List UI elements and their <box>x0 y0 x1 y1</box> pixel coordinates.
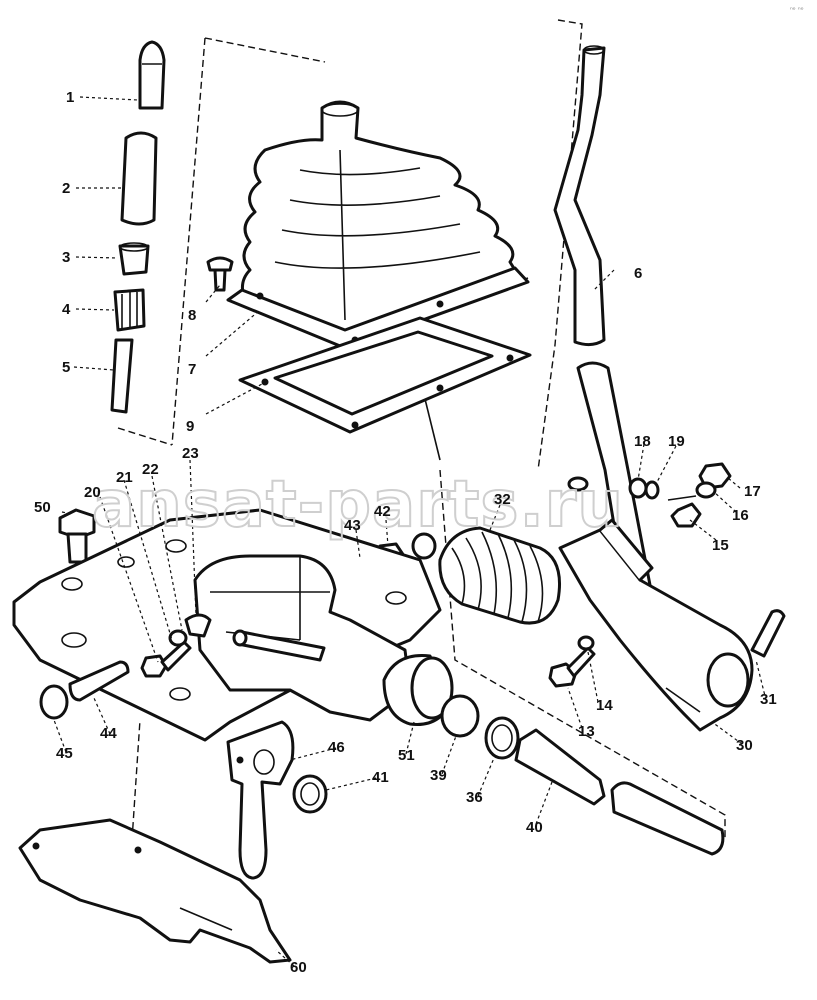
screw-part-8 <box>206 256 234 292</box>
shift-fork-part-46 <box>226 720 295 880</box>
pin-part-31 <box>750 609 786 658</box>
handle-grip-part-2 <box>120 131 158 226</box>
callout-36: 36 <box>466 789 483 806</box>
washer-part-14 <box>577 635 595 651</box>
ring-part-39 <box>440 694 480 738</box>
callout-4: 4 <box>62 301 71 318</box>
callout-8: 8 <box>188 307 196 324</box>
callout-42: 42 <box>374 503 391 520</box>
callout-20: 20 <box>84 484 101 501</box>
callout-43: 43 <box>344 517 361 534</box>
callout-51: 51 <box>398 747 415 764</box>
shaft-part-40 <box>514 728 725 856</box>
bushing-part-3 <box>118 242 150 276</box>
spring-part-32 <box>438 526 561 625</box>
callout-1: 1 <box>66 89 74 106</box>
callout-23: 23 <box>182 445 199 462</box>
callout-30: 30 <box>736 737 753 754</box>
washer-near-spring <box>411 532 437 560</box>
rod-part-5 <box>110 338 134 414</box>
callout-leader-lines <box>53 96 767 967</box>
gasket-part-9 <box>238 316 532 434</box>
knob-cap-part-1 <box>138 40 166 110</box>
callout-6: 6 <box>634 265 642 282</box>
small-hardware-parts-15-19 <box>567 462 732 528</box>
callout-5: 5 <box>62 359 70 376</box>
watermark-text: ansat-parts.ru <box>92 468 624 542</box>
collar-part-51 <box>382 654 454 726</box>
callout-40: 40 <box>526 819 543 836</box>
callout-3: 3 <box>62 249 70 266</box>
callout-45: 45 <box>56 745 73 762</box>
callout-labels: 1 2 3 4 5 6 7 8 9 13 14 15 16 17 18 19 2… <box>34 89 777 976</box>
callout-2: 2 <box>62 180 70 197</box>
callout-32: 32 <box>494 491 511 508</box>
callout-39: 39 <box>430 767 447 784</box>
upper-lever-part-6 <box>553 45 606 347</box>
callout-7: 7 <box>188 361 196 378</box>
callout-17: 17 <box>744 483 761 500</box>
lower-lever-part-30 <box>558 361 754 732</box>
callout-46: 46 <box>328 739 345 756</box>
callout-41: 41 <box>372 769 389 786</box>
callout-15: 15 <box>712 537 729 554</box>
fasteners-parts-20-23 <box>140 613 212 678</box>
callout-18: 18 <box>634 433 651 450</box>
callout-22: 22 <box>142 461 159 478</box>
pin-part-44 <box>68 660 130 702</box>
housing-pin <box>232 629 326 662</box>
callout-21: 21 <box>116 469 133 486</box>
callout-16: 16 <box>732 507 749 524</box>
ring-part-45 <box>39 684 69 720</box>
callout-31: 31 <box>760 691 777 708</box>
callout-14: 14 <box>596 697 613 714</box>
callout-60: 60 <box>290 959 307 976</box>
ring-part-36 <box>484 716 520 760</box>
floor-plate-part-60 <box>18 818 292 964</box>
callout-44: 44 <box>100 725 117 742</box>
bolt-part-13 <box>548 646 596 688</box>
bolt-part-50 <box>58 508 96 564</box>
ring-part-41 <box>292 774 328 814</box>
corner-mark: ⁿᵒ ⁿᵒ <box>790 6 804 14</box>
callout-19: 19 <box>668 433 685 450</box>
knurled-nut-part-4 <box>113 288 146 332</box>
callout-9: 9 <box>186 418 194 435</box>
callout-50: 50 <box>34 499 51 516</box>
callout-13: 13 <box>578 723 595 740</box>
